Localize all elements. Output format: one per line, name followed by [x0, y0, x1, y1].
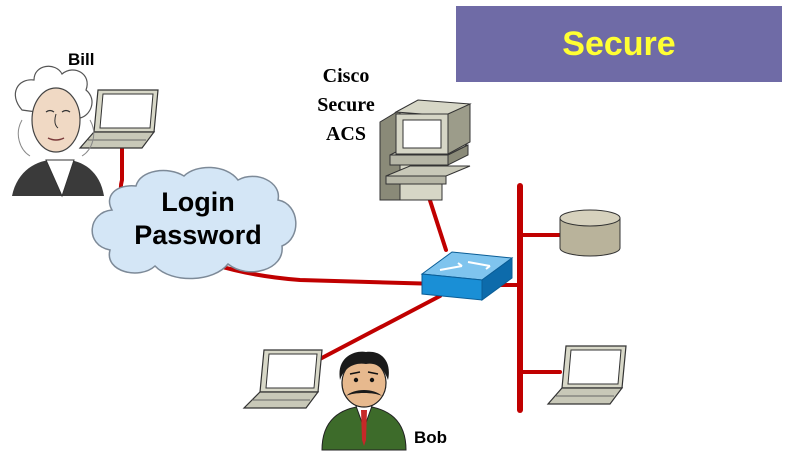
bill-label: Bill	[68, 50, 95, 69]
bob-label: Bob	[414, 428, 448, 447]
acs-label-line-2: Secure	[317, 94, 375, 116]
bob-laptop-icon	[242, 349, 323, 409]
acs-label-line-3: ACS	[325, 123, 366, 145]
cloud-label-line-1: Login	[161, 187, 235, 217]
bob-avatar	[321, 351, 407, 451]
host-laptop-icon	[546, 345, 627, 405]
bob-link	[316, 294, 442, 362]
acs-server-label: Cisco Secure ACS	[296, 62, 396, 149]
switch-icon	[420, 251, 514, 301]
cloud-label: Login Password	[98, 186, 298, 252]
bill-laptop-icon	[78, 89, 159, 149]
cloud-label-line-2: Password	[134, 220, 262, 250]
bill-avatar	[12, 65, 104, 198]
server-icon	[379, 99, 472, 201]
cloud-shape	[91, 166, 297, 280]
banner-title: Secure	[562, 24, 676, 63]
storage-icon	[559, 209, 621, 257]
acs-label-line-1: Cisco	[322, 65, 370, 87]
secure-banner: Secure	[456, 6, 782, 82]
